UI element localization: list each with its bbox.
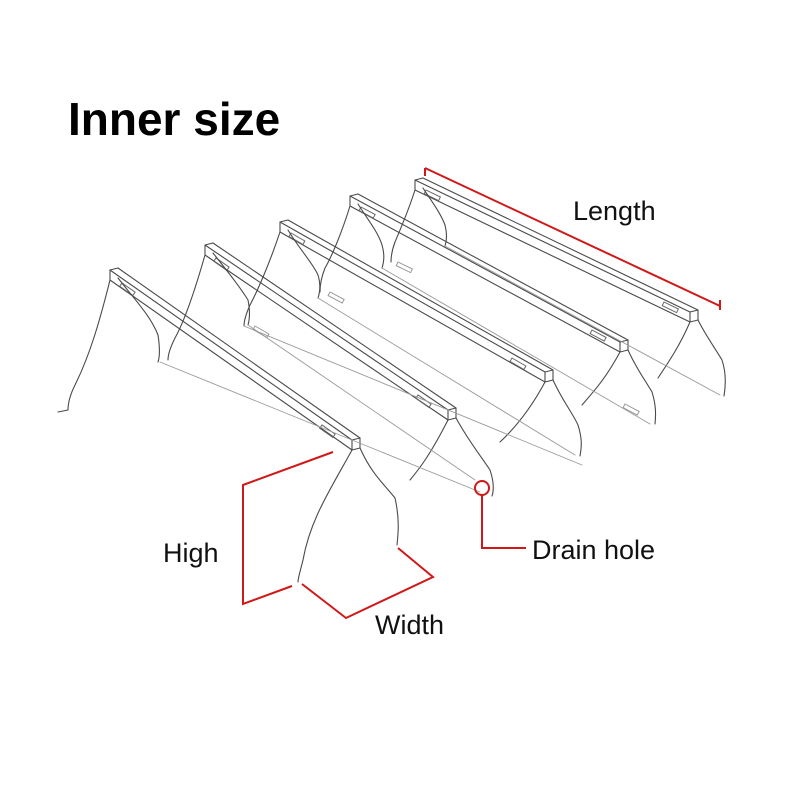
width-label: Width [375,610,445,640]
drain-hole-leader-line [481,495,526,549]
acrylic-rack [57,177,726,583]
rack-divider-2 [167,242,494,497]
dimension-lines [242,167,721,620]
drain-hole-label: Drain hole [532,535,656,565]
width-dimension-line [301,547,435,620]
high-label: High [163,538,219,568]
high-dimension-line [242,451,334,606]
drain-hole-marker [474,480,490,496]
rack-divider-5 [390,177,726,397]
page-title: Inner size [68,93,281,145]
rack-divider-4 [319,193,657,425]
length-label: Length [573,196,656,226]
length-dimension-line [424,167,721,307]
rack-divider-1 [57,267,399,583]
rack-divider-3 [243,219,582,457]
